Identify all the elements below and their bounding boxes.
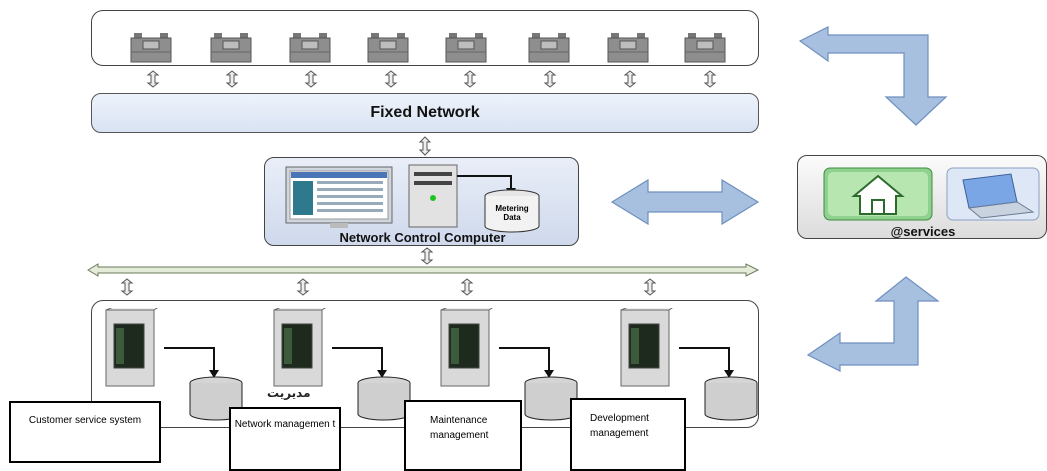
fixed-network-label: Fixed Network: [370, 104, 480, 121]
double-arrow-icon: [543, 70, 557, 88]
fixed-network-bar: Fixed Network: [91, 93, 759, 133]
double-arrow-horizontal-icon: [610, 178, 760, 226]
department-server-icon: [440, 308, 578, 421]
department-box-customer-service: Customer service system: [9, 401, 161, 463]
double-arrow-icon: [296, 278, 310, 296]
gas-meter-icon: [289, 33, 331, 63]
network-control-computer-box: Metering Data Network Control Computer: [264, 157, 579, 246]
metering-data-label: Metering Data: [495, 204, 529, 222]
double-arrow-icon: [460, 278, 474, 296]
meters-panel: [91, 10, 759, 66]
double-arrow-icon: [420, 247, 434, 265]
gas-meter-icon: [210, 33, 252, 63]
department-server-icon: [620, 308, 758, 421]
double-arrow-icon: [463, 70, 477, 88]
gas-meter-icon: [445, 33, 487, 63]
bus-arrow-icon: [87, 263, 760, 277]
gas-meter-icon: [528, 33, 570, 63]
laptop-icon: [946, 167, 1040, 221]
double-arrow-icon: [643, 278, 657, 296]
gas-meter-icon: [684, 33, 726, 63]
double-arrow-icon: [623, 70, 637, 88]
double-arrow-icon: [146, 70, 160, 88]
double-arrow-icon: [120, 278, 134, 296]
gas-meter-icon: [130, 33, 172, 63]
double-arrow-icon: [225, 70, 239, 88]
double-arrow-icon: [703, 70, 717, 88]
department-box-network-management: Network managemen t: [229, 407, 341, 471]
gas-meter-icon: [607, 33, 649, 63]
department-box-maintenance: Maintenance management: [404, 400, 522, 471]
ncc-label: Network Control Computer: [339, 230, 506, 245]
department-arabic-label: مديريت: [267, 386, 311, 400]
bent-arrow-down-icon: [798, 26, 948, 126]
bent-arrow-up-icon: [806, 276, 940, 372]
double-arrow-icon: [304, 70, 318, 88]
department-box-development: Development management: [570, 398, 686, 471]
house-icon: [823, 167, 933, 221]
department-server-icon: [273, 308, 411, 421]
services-label: @services: [890, 224, 956, 239]
database-icon: [484, 189, 540, 233]
services-box: @services: [797, 155, 1047, 239]
double-arrow-icon: [384, 70, 398, 88]
double-arrow-icon: [418, 136, 432, 156]
monitor-icon: [285, 166, 393, 228]
gas-meter-icon: [367, 33, 409, 63]
server-tower-icon: [408, 164, 458, 228]
